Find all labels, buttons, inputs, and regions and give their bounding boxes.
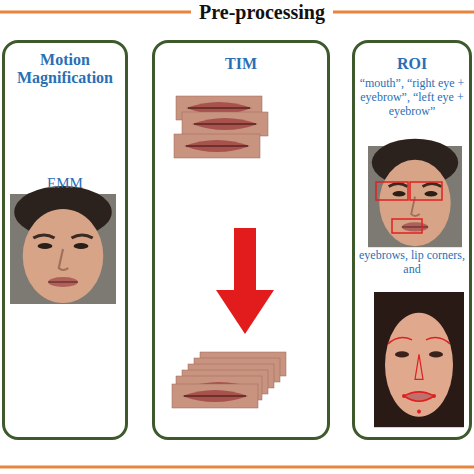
arrow-shaft <box>234 228 256 290</box>
mouth-crop <box>172 384 258 408</box>
panel-text: “mouth”, “right eye + eyebrow”, “left ey… <box>355 77 469 118</box>
mouth-crop <box>182 112 268 136</box>
panel-text: eyebrows, lip corners, and <box>355 249 469 277</box>
emm-face <box>10 186 116 304</box>
roi-box <box>392 219 422 233</box>
panel-heading: Motion Magnification <box>5 51 125 88</box>
roi-box <box>410 182 442 200</box>
roi-face <box>368 139 462 248</box>
panel-heading: ROI <box>355 55 469 73</box>
figure-title: Pre-processing <box>191 0 333 24</box>
orange-rule <box>0 466 474 469</box>
panel: TIM <box>152 40 330 440</box>
roi-box <box>376 182 408 200</box>
mouth-crop <box>174 134 260 158</box>
panel-text: EMM <box>5 175 125 192</box>
panel: ROI “mouth”, “right eye + eyebrow”, “left… <box>352 40 472 440</box>
landmark-face <box>374 292 464 427</box>
panel: Motion MagnificationEMM <box>2 40 128 440</box>
panel-heading: TIM <box>155 55 327 73</box>
arrow-head <box>216 290 274 334</box>
